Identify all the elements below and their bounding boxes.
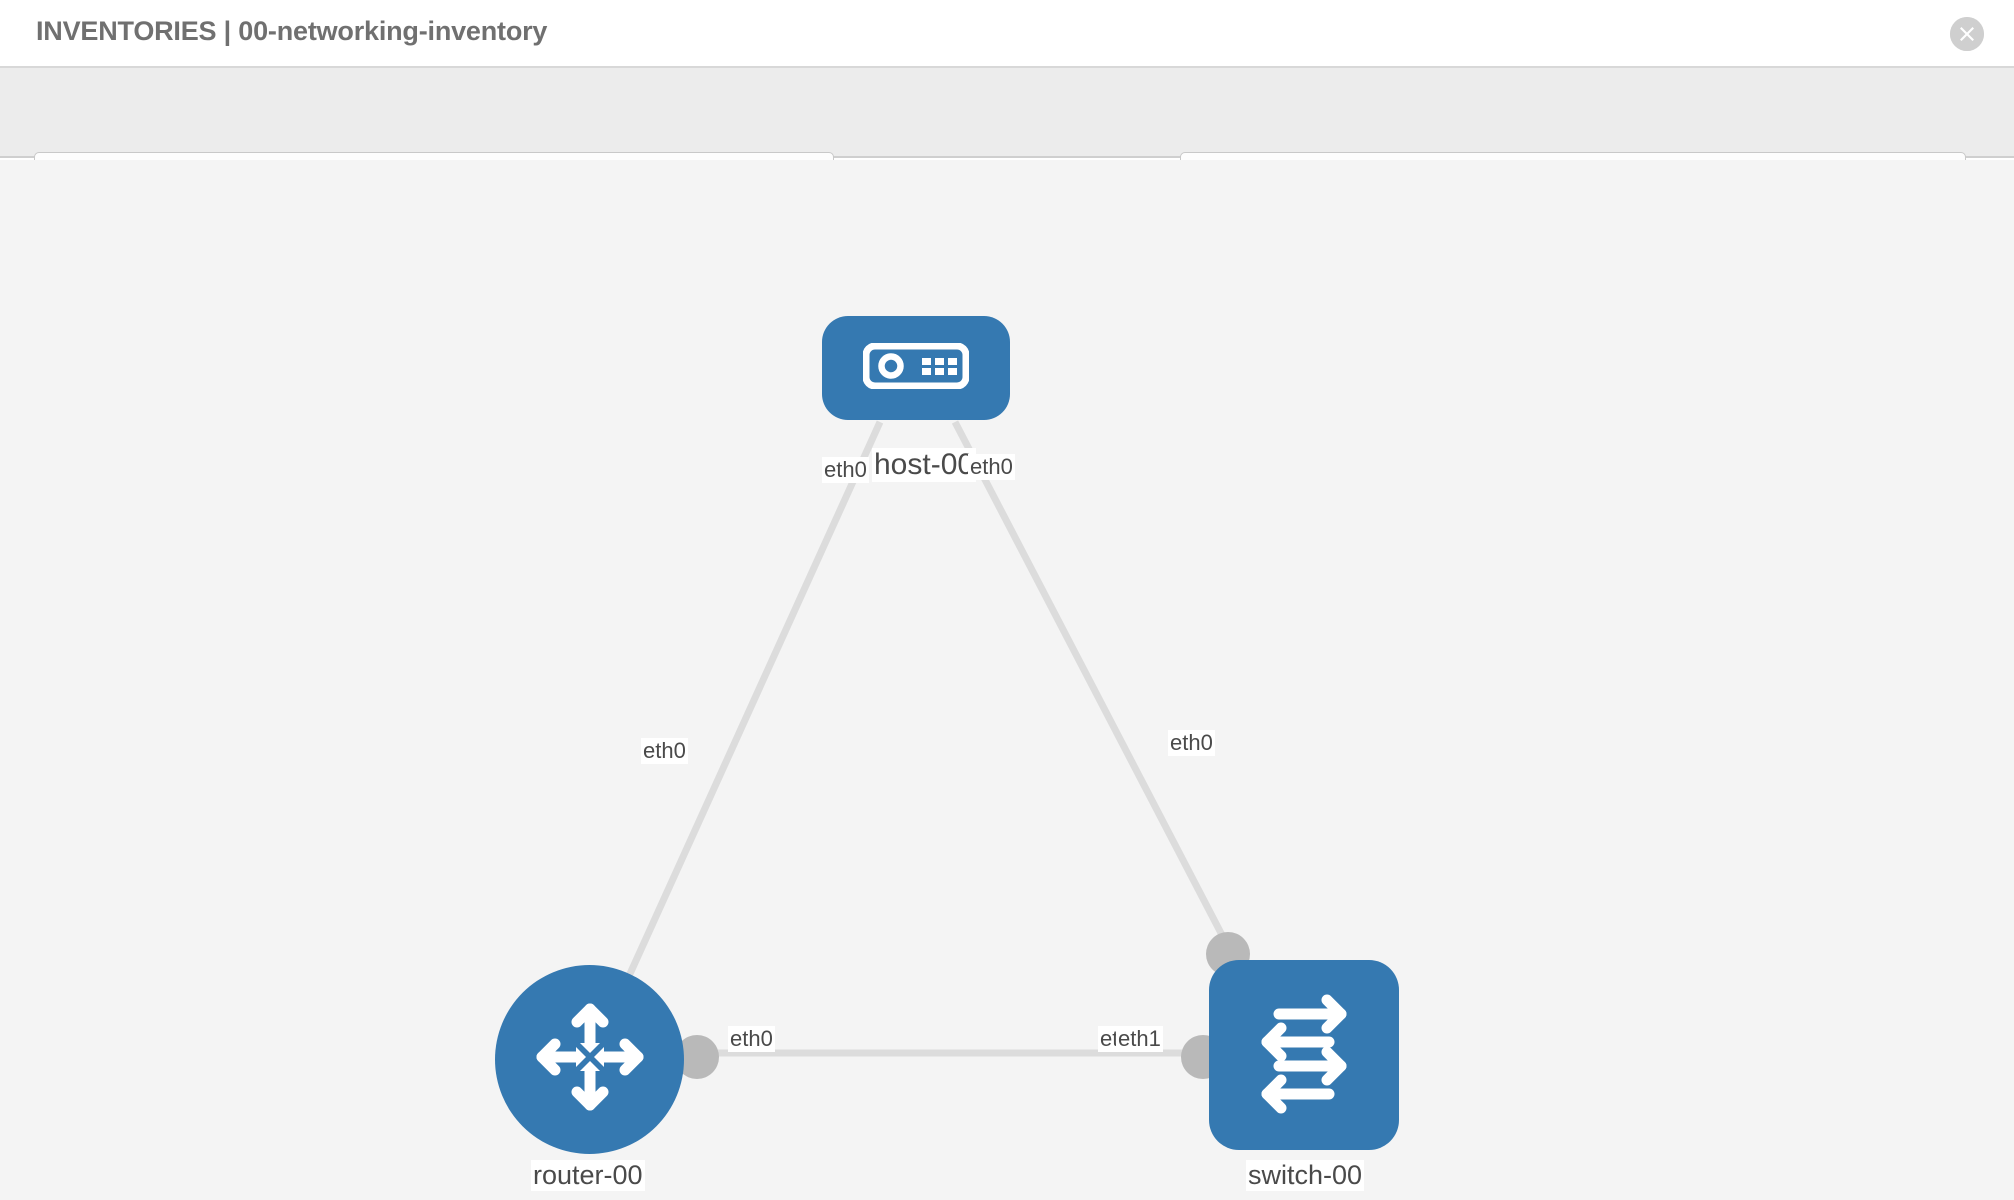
node-label-host-00: host-00: [872, 448, 977, 482]
link-label-switch-eth1-left: eth1: [1116, 1026, 1163, 1052]
link-label-host-eth0-left: eth0: [822, 457, 869, 483]
switch-00-shape[interactable]: [1209, 960, 1399, 1150]
host-00-shape[interactable]: [822, 316, 1010, 420]
server-icon: [862, 342, 970, 394]
router-arrows-icon: [530, 997, 650, 1122]
page-title: INVENTORIES | 00-networking-inventory: [36, 16, 548, 46]
router-00-shape[interactable]: [495, 965, 684, 1154]
link-label-host-eth0-right: eth0: [968, 454, 1015, 480]
topology-canvas[interactable]: host-00: [0, 160, 2014, 1200]
link-label-switch-eth0-up: eth0: [1168, 730, 1215, 756]
topology-links: [596, 420, 1239, 1057]
close-icon[interactable]: [1950, 17, 1984, 51]
node-label-switch-00: switch-00: [1246, 1160, 1365, 1191]
page-header: INVENTORIES | 00-networking-inventory: [0, 0, 2014, 68]
toolbar: ACTIONS SEARCH: [0, 68, 2014, 204]
link-label-router-eth0-up: eth0: [641, 738, 688, 764]
node-label-router-00: router-00: [531, 1160, 645, 1191]
switch-arrows-icon: [1241, 990, 1367, 1121]
link-label-router-eth0-right: eth0: [728, 1026, 775, 1052]
